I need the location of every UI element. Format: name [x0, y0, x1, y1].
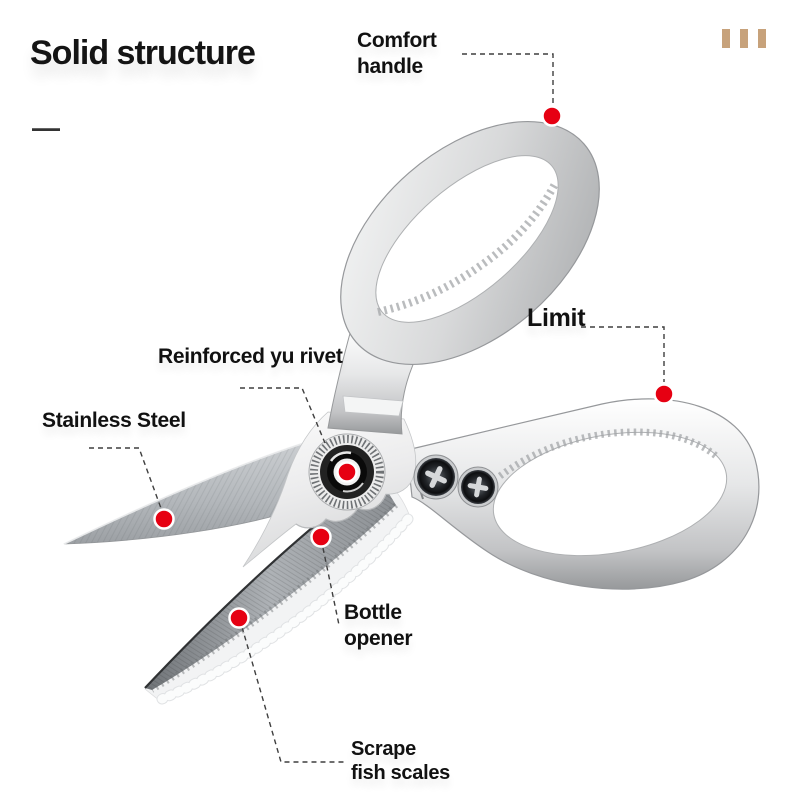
right-handle — [406, 398, 760, 590]
top-handle — [327, 120, 600, 435]
callout-line-stainless-steel — [89, 447, 163, 512]
smooth-blade — [63, 432, 339, 545]
decor-bar — [722, 29, 730, 48]
label-reinforced-rivet: Reinforced yu rivet — [158, 345, 343, 368]
label-stainless-steel: Stainless Steel — [42, 409, 186, 432]
label-bottle-opener: Bottle opener — [344, 601, 413, 650]
callout-line-bottle-opener — [322, 547, 340, 626]
grip-ridges-top-handle — [377, 180, 560, 316]
page-title: Solid structure — [30, 34, 256, 72]
callout-dot-bottle-opener — [310, 526, 332, 548]
grip-ridges-right-handle — [497, 428, 719, 479]
callout-dot-stainless-steel — [153, 508, 175, 530]
title-dash-mark: — — [32, 112, 60, 143]
serrated-blade — [144, 471, 414, 705]
label-comfort-handle: Comfort handle — [357, 29, 437, 78]
decor-bar — [740, 29, 748, 48]
screw — [457, 466, 499, 508]
callout-dot-limit — [653, 383, 675, 405]
callout-dot-comfort-handle — [541, 105, 563, 127]
label-limit: Limit — [527, 304, 586, 332]
screw — [413, 454, 459, 500]
corner-decor-bars — [722, 29, 766, 48]
label-scrape-fish-scales: Scrape fish scales — [351, 738, 450, 785]
decor-bar — [758, 29, 766, 48]
callout-line-comfort-handle — [462, 53, 554, 104]
callout-line-limit — [581, 326, 665, 382]
bottle-opener-notch — [295, 493, 387, 529]
callout-line-reinforced-rivet — [240, 387, 326, 444]
callout-dot-scrape-fish-scales — [228, 607, 250, 629]
callout-dot-reinforced-rivet — [336, 461, 358, 483]
callout-line-scrape-fish-scales — [241, 626, 346, 763]
serration-teeth — [150, 502, 399, 693]
